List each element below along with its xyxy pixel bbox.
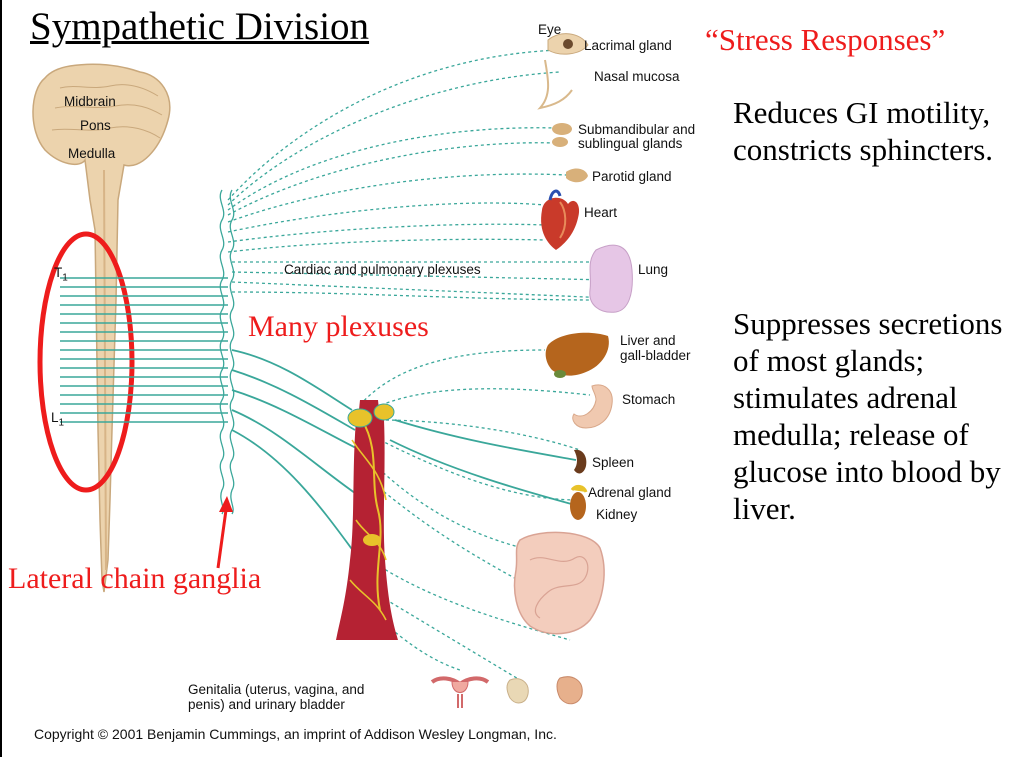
heart-icon	[541, 191, 579, 250]
kidney-icon	[570, 486, 586, 520]
splanchnic-nerves	[232, 350, 576, 560]
label-stomach: Stomach	[622, 392, 675, 407]
label-cardiac-plexuses: Cardiac and pulmonary plexuses	[284, 262, 481, 277]
stomach-icon	[573, 385, 613, 428]
label-midbrain: Midbrain	[64, 94, 116, 109]
genitalia-icon	[432, 678, 488, 708]
stress-responses-label: “Stress Responses”	[705, 22, 945, 58]
spleen-icon	[574, 450, 586, 474]
intestine-icon	[515, 532, 605, 633]
label-lacrimal-gland: Lacrimal gland	[584, 38, 672, 53]
copyright-notice: Copyright © 2001 Benjamin Cummings, an i…	[34, 726, 557, 742]
label-submandibular-2: sublingual glands	[578, 136, 682, 151]
submandibular-gland-icon	[552, 123, 572, 147]
label-kidney: Kidney	[596, 507, 637, 522]
many-plexuses-label: Many plexuses	[248, 310, 429, 344]
label-eye: Eye	[538, 22, 561, 37]
label-genitalia-2: penis) and urinary bladder	[188, 697, 345, 712]
label-parotid-gland: Parotid gland	[592, 169, 672, 184]
label-genitalia-1: Genitalia (uterus, vagina, and	[188, 682, 364, 697]
label-l1: L1	[51, 410, 64, 431]
aorta	[336, 400, 398, 640]
preganglionic-fibers	[60, 278, 228, 422]
label-adrenal-gland: Adrenal gland	[588, 485, 671, 500]
parotid-gland-icon	[566, 169, 588, 183]
label-liver-1: Liver and	[620, 333, 676, 348]
eye-icon	[540, 34, 588, 108]
liver-icon	[546, 333, 609, 378]
label-heart: Heart	[584, 205, 617, 220]
brain-stem	[33, 64, 170, 592]
sympathetic-chain	[220, 190, 233, 514]
label-liver-2: gall-bladder	[620, 348, 691, 363]
slide-title: Sympathetic Division	[30, 4, 369, 49]
label-t1: T1	[54, 265, 68, 286]
label-submandibular-1: Submandibular and	[578, 122, 695, 137]
lateral-chain-label: Lateral chain ganglia	[8, 562, 261, 596]
gi-effects-text: Reduces GI motility, constricts sphincte…	[733, 94, 1003, 168]
bladder-icon	[507, 677, 582, 704]
label-spleen: Spleen	[592, 455, 634, 470]
lateral-chain-arrow	[218, 496, 233, 568]
label-lung: Lung	[638, 262, 668, 277]
label-nasal-mucosa: Nasal mucosa	[594, 69, 680, 84]
label-pons: Pons	[80, 118, 111, 133]
label-medulla: Medulla	[68, 146, 115, 161]
gland-effects-text: Suppresses secretions of most glands; st…	[733, 305, 1013, 527]
lung-icon	[590, 245, 633, 312]
